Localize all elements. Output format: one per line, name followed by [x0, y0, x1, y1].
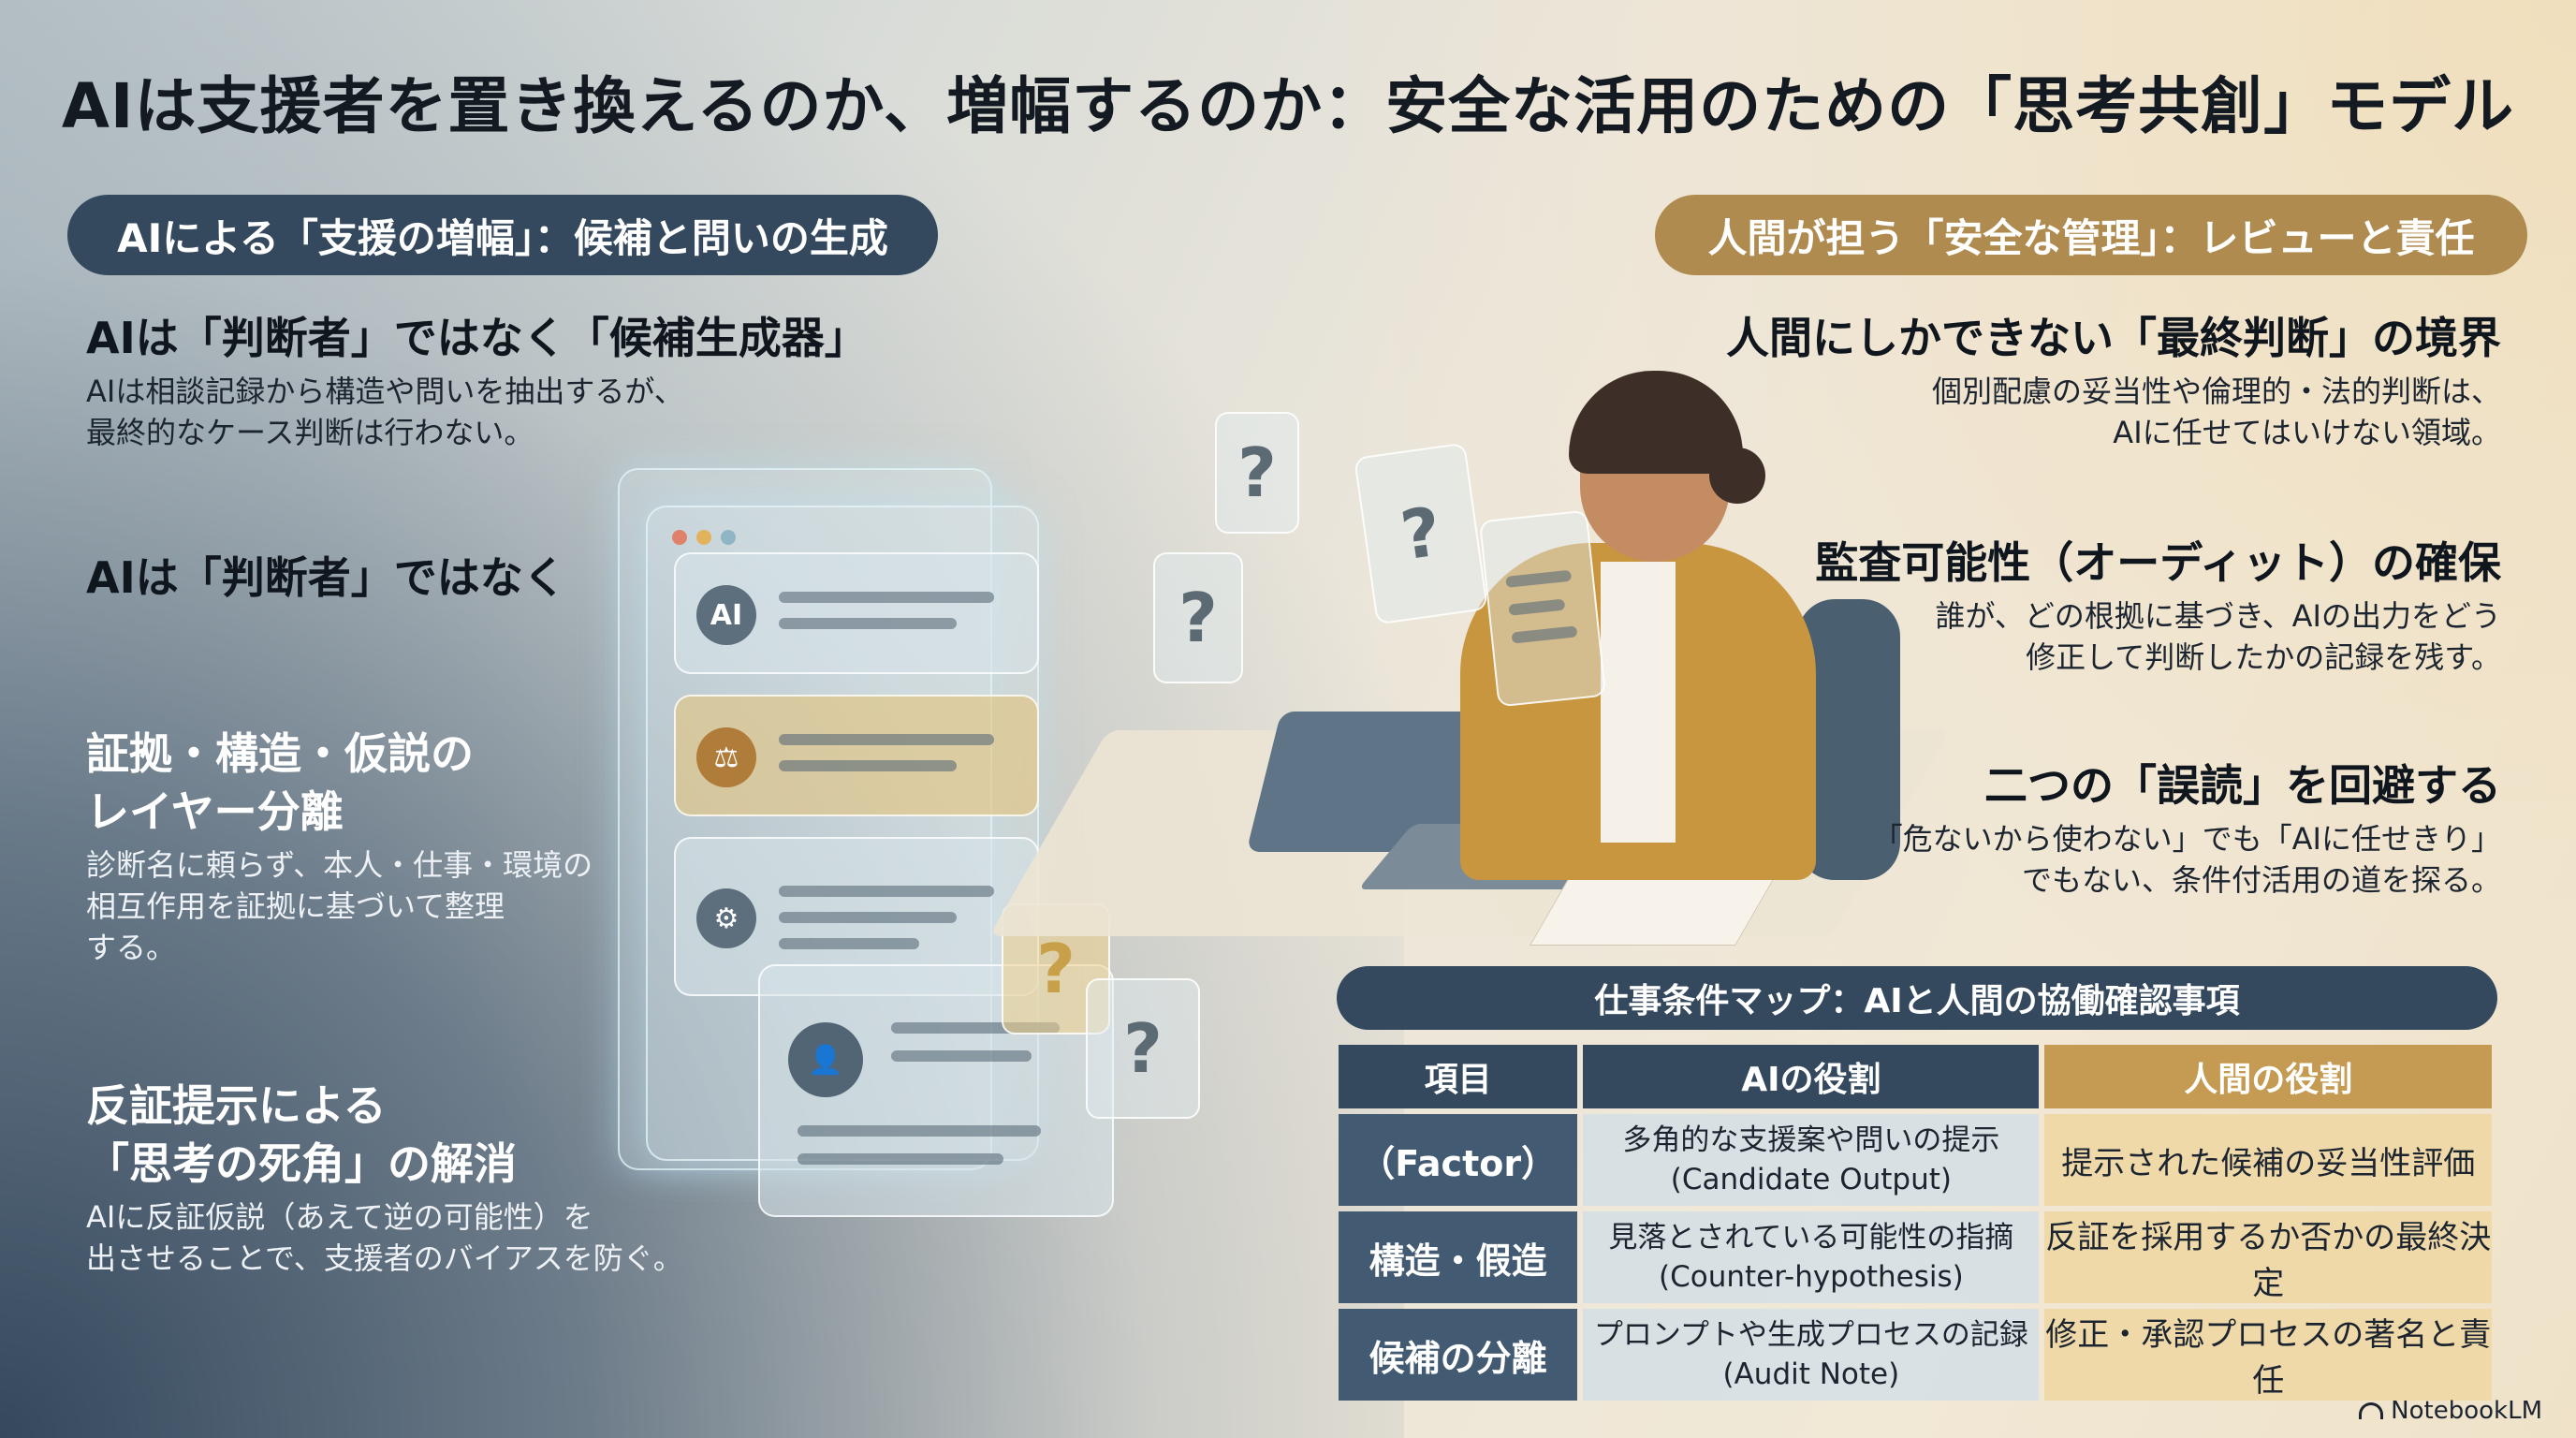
- work-condition-map-table: 項目 AIの役割 人間の役割 （Factor） 多角的な支援案や問いの提示 (C…: [1333, 1039, 2497, 1406]
- left-block-text-line: 診断名に頼らず、本人・仕事・環境の: [86, 847, 593, 883]
- map-title: 仕事条件マップ：AIと人間の協働確認事項: [1337, 966, 2497, 1030]
- gear-icon: ⚙: [696, 888, 756, 948]
- right-block-text-line: 個別配慮の妥当性や倫理的・法的判断は、: [1931, 374, 2501, 409]
- column-header-item: 項目: [1339, 1045, 1578, 1108]
- table-header-row: 項目 AIの役割 人間の役割: [1339, 1045, 2492, 1108]
- left-block-text-line: する。: [86, 930, 177, 965]
- text-line: [779, 618, 957, 629]
- cell-ai-role-line: 多角的な支援案や問いの提示: [1622, 1123, 2000, 1157]
- cell-ai-role-line: (Candidate Output): [1670, 1163, 1952, 1196]
- right-block-heading: 二つの「誤読」を回避する: [1984, 760, 2501, 811]
- left-section-pill: AIによる「支援の増幅」：候補と問いの生成: [67, 195, 938, 275]
- left-block-heading: レイヤー分離: [86, 786, 344, 837]
- notebooklm-logo-icon: [2359, 1402, 2384, 1419]
- table-row: 構造・假造 見落とされている可能性の指摘 (Counter-hypothesis…: [1339, 1211, 2492, 1303]
- left-block-candidate-generator: AIは「判断者」ではなく「候補生成器」 AIは相談記録から構造や問いを抽出するが…: [86, 309, 868, 453]
- cell-item: 構造・假造: [1339, 1211, 1578, 1303]
- right-block-text-line: 修正して判断したかの記録を残す。: [2026, 639, 2501, 675]
- right-block-text-line: 「危ないから使わない」でも「AIに任せきり」: [1872, 821, 2501, 857]
- right-block-auditability: 監査可能性（オーディット）の確保 誰が、どの根拠に基づき、AIの出力をどう 修正…: [1815, 534, 2501, 678]
- page-title: AIは支援者を置き換えるのか、増幅するのか：安全な活用のための「思考共創」モデル: [61, 70, 2515, 142]
- text-line: [779, 938, 919, 949]
- cell-ai-role-line: (Counter-hypothesis): [1659, 1260, 1964, 1294]
- text-line: [1511, 625, 1578, 644]
- window-dot-icon: [696, 530, 711, 545]
- right-block-text-line: AIに任せてはいけない領域。: [2113, 415, 2501, 450]
- brand-label: NotebookLM: [2391, 1397, 2542, 1425]
- left-block-text-line: AIに反証仮説（あえて逆の可能性）を: [86, 1199, 593, 1235]
- left-block-heading: AIは「判断者」ではなく「候補生成器」: [86, 313, 868, 363]
- right-block-heading: 人間にしかできない「最終判断」の境界: [1726, 313, 2501, 363]
- cell-ai-role: プロンプトや生成プロセスの記録 (Audit Note): [1583, 1309, 2040, 1401]
- question-card-icon: ?: [1086, 978, 1200, 1119]
- text-line: [779, 592, 994, 603]
- cell-human-role: 反証を採用するか否かの最終決定: [2044, 1211, 2492, 1303]
- table-row: （Factor） 多角的な支援案や問いの提示 (Candidate Output…: [1339, 1114, 2492, 1206]
- brand-watermark: NotebookLM: [2359, 1397, 2542, 1425]
- right-block-text-line: 誰が、どの根拠に基づき、AIの出力をどう: [1935, 598, 2501, 634]
- ai-card: AI: [674, 552, 1039, 674]
- cell-human-role: 提示された候補の妥当性評価: [2044, 1114, 2492, 1206]
- table-row: 候補の分離 プロンプトや生成プロセスの記録 (Audit Note) 修正・承認…: [1339, 1309, 2492, 1401]
- text-line: [1505, 569, 1573, 588]
- person-hair-bun: [1709, 448, 1765, 504]
- left-block-not-judge: AIは「判断者」ではなく: [86, 549, 566, 607]
- held-document-icon: [1478, 509, 1607, 708]
- right-block-heading: 監査可能性（オーディット）の確保: [1815, 537, 2501, 588]
- left-block-heading: 「思考の死角」の解消: [86, 1138, 517, 1189]
- column-header-ai-role: AIの役割: [1583, 1045, 2040, 1108]
- balance-card: ⚖: [674, 695, 1039, 816]
- user-avatar-icon: 👤: [788, 1022, 863, 1097]
- left-block-layer-separation: 証拠・構造・仮説の レイヤー分離 診断名に頼らず、本人・仕事・環境の 相互作用を…: [86, 725, 593, 968]
- cell-item: 候補の分離: [1339, 1309, 1578, 1401]
- left-block-heading: 反証提示による: [86, 1080, 387, 1131]
- cell-human-role: 修正・承認プロセスの著名と責任: [2044, 1309, 2492, 1401]
- left-block-heading: 証拠・構造・仮説の: [86, 728, 474, 779]
- left-block-text-line: 最終的なケース判断は行わない。: [86, 415, 534, 450]
- left-block-counter-hypothesis: 反証提示による 「思考の死角」の解消 AIに反証仮説（あえて逆の可能性）を 出さ…: [86, 1077, 683, 1279]
- column-header-human-role: 人間の役割: [2044, 1045, 2492, 1108]
- cell-ai-role: 多角的な支援案や問いの提示 (Candidate Output): [1583, 1114, 2040, 1206]
- right-block-final-judgment: 人間にしかできない「最終判断」の境界 個別配慮の妥当性や倫理的・法的判断は、 A…: [1726, 309, 2501, 453]
- right-section-pill: 人間が担う「安全な管理」：レビューと責任: [1655, 195, 2527, 275]
- window-dot-icon: [721, 530, 736, 545]
- left-block-text-line: 出させることで、支援者のバイアスを防ぐ。: [86, 1240, 683, 1276]
- cell-ai-role-line: プロンプトや生成プロセスの記録: [1593, 1318, 2028, 1352]
- text-line: [798, 1125, 1041, 1137]
- person-shirt: [1601, 562, 1676, 843]
- text-line: [779, 760, 957, 771]
- window-dot-icon: [672, 530, 687, 545]
- cell-ai-role-line: (Audit Note): [1722, 1357, 1900, 1391]
- ai-badge-icon: AI: [696, 585, 756, 645]
- left-block-text-line: AIは相談記録から構造や問いを抽出するが、: [86, 374, 684, 409]
- text-line: [891, 1050, 1032, 1062]
- question-card-icon: ?: [1215, 412, 1299, 534]
- text-line: [798, 1153, 1003, 1165]
- text-line: [779, 734, 994, 745]
- scales-icon: ⚖: [696, 727, 756, 787]
- right-block-misreadings: 二つの「誤読」を回避する 「危ないから使わない」でも「AIに任せきり」 でもない…: [1873, 756, 2501, 901]
- cell-ai-role: 見落とされている可能性の指摘 (Counter-hypothesis): [1583, 1211, 2040, 1303]
- text-line: [779, 886, 994, 897]
- question-card-icon: ?: [1153, 552, 1243, 683]
- question-card-icon: ?: [1354, 442, 1488, 625]
- text-line: [779, 912, 957, 923]
- left-block-text-line: 相互作用を証拠に基づいて整理: [86, 888, 505, 924]
- text-line: [1508, 598, 1566, 616]
- right-block-text-line: でもない、条件付活用の道を探る。: [2021, 862, 2501, 898]
- cell-item: （Factor）: [1339, 1114, 1578, 1206]
- left-block-heading: AIは「判断者」ではなく: [86, 552, 566, 603]
- cell-ai-role-line: 見落とされている可能性の指摘: [1608, 1221, 2014, 1255]
